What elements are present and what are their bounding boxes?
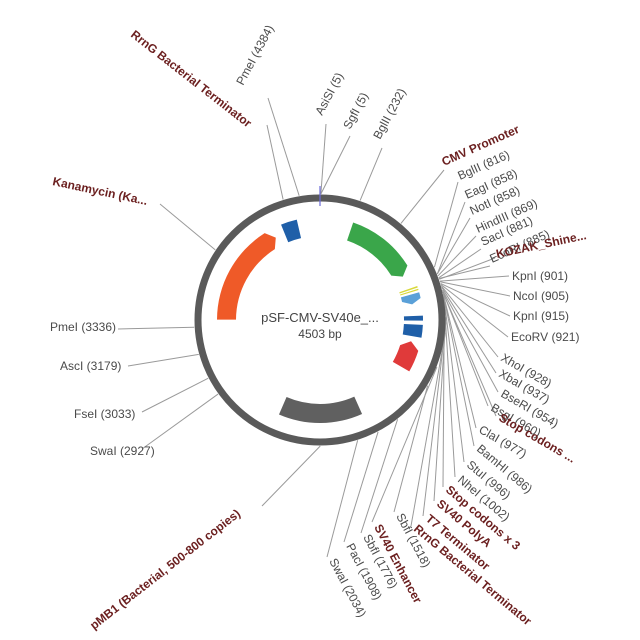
leader-pmei-4384 [267,97,300,196]
leader-hindiii-869 [437,235,477,277]
label-pmei-4384: PmeI (4384) [233,23,276,88]
leader-bseri-954 [441,289,499,393]
leader-t7-terminator-label [422,322,447,517]
feature-arc-orf [400,292,421,305]
leader-clai-977 [442,293,477,429]
leader-eagi-858 [436,201,466,275]
label-sgfi-5: SgfI (5) [340,90,371,131]
leader-rrng-bottom-label [410,332,446,527]
leader-asci-3179 [127,353,199,367]
leader-stop-codons-label [442,291,497,417]
feature-arc-kozak2 [400,288,419,296]
leader-sbfi-1776 [360,419,399,534]
feature-arc-sv40enh [392,341,419,372]
leader-swai-2034 [326,440,359,558]
leader-noti-858 [436,217,471,275]
label-asci-3179: AscI (3179) [60,359,121,373]
label-swai-2927: SwaI (2927) [90,444,155,458]
leader-pmei-3336 [117,326,195,330]
label-kanamycin-label: Kanamycin (Ka... [51,174,149,208]
leader-fsei-3033 [141,377,209,413]
leader-stui-996 [443,297,465,463]
leader-sgfi-5 [320,135,351,195]
label-kpni-901: KpnI (901) [512,269,568,283]
leader-cmv-label [400,169,445,224]
leader-nhei-1002 [443,298,456,478]
label-bglii-232: BglII (232) [370,86,408,141]
feature-arc-pmb1 [278,396,363,423]
leader-sv40-polya-label [433,317,447,502]
leader-pmb1-label [261,445,321,507]
label-pmei-3336: PmeI (3336) [50,320,116,334]
leader-swai-2927 [141,393,219,450]
leader-bglii-816 [433,181,459,268]
feature-arc-sv40pa [403,315,423,321]
leader-kozak-label [439,257,496,280]
leader-xhoi-928 [440,285,499,358]
feature-arc-kanamycin [217,233,276,320]
feature-arcs [217,219,423,423]
label-asisi-5: AsiSI (5) [312,70,346,117]
feature-arc-rrng-top [281,219,302,243]
plasmid-size: 4503 bp [298,327,342,341]
leader-saci-881 [438,248,482,279]
label-kpni-915: KpnI (915) [513,309,569,323]
leader-lines [117,97,511,558]
label-ecorv-921: EcoRV (921) [511,330,579,344]
leader-asisi-5 [320,123,327,195]
leader-bglii-232 [359,147,383,201]
feature-arc-rrng-bottom [402,324,423,338]
leader-sv40-enhancer-label [371,366,438,523]
feature-arc-cmv [347,222,408,277]
leader-sbfi-1518 [393,385,429,513]
label-ncoi-905: NcoI (905) [513,289,569,303]
leader-rrng-top-label [266,124,284,200]
leader-kanamycin-label [159,203,216,251]
leader-xbai-937 [441,286,497,374]
feature-arc-kozak [399,286,418,294]
leader-ncoi-905 [439,281,511,297]
leader-kpni-915 [440,283,511,317]
leader-bamhi-986 [443,295,475,447]
leader-ecorv-921 [440,284,509,338]
plasmid-name: pSF-CMV-SV40e_... [261,310,379,325]
label-fsei-3033: FseI (3033) [74,407,135,421]
label-pmb1-label: pMB1 (Bacterial, 500-800 copies) [87,506,243,632]
leader-kpni-901 [439,275,510,282]
leader-paci-1908 [343,431,379,543]
